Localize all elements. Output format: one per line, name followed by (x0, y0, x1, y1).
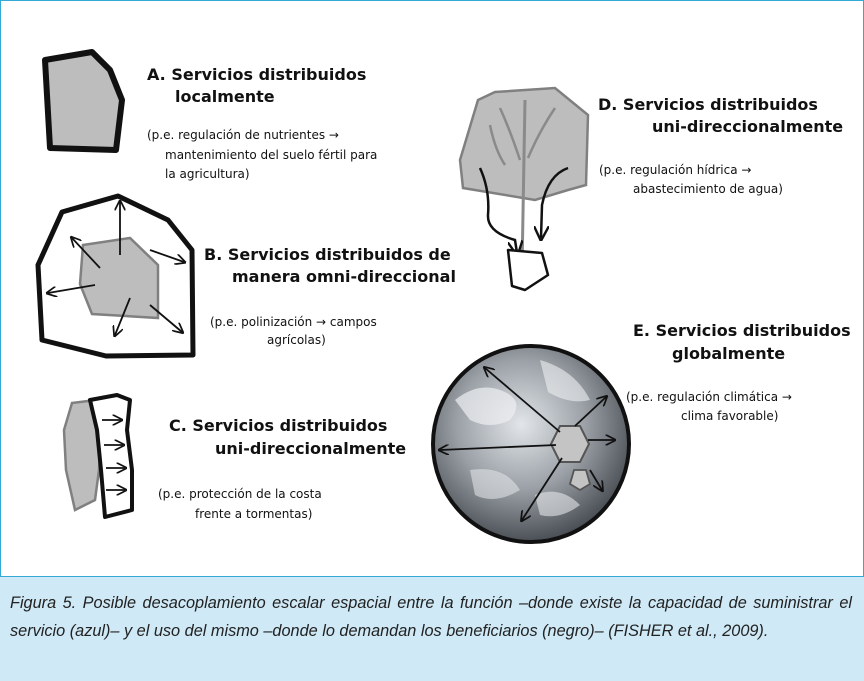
panel-d-note-2: abastecimiento de agua) (633, 182, 783, 196)
panel-a-title: A. Servicios distribuidos (147, 65, 367, 84)
figure-caption: Figura 5. Posible desacoplamiento escala… (0, 576, 864, 681)
panel-b-shape (35, 193, 196, 359)
caption-part-2: et al., 2009). (673, 622, 769, 640)
panel-c-note-2: frente a tormentas) (195, 507, 313, 521)
panel-b-title: B. Servicios distribuidos de (204, 245, 451, 264)
panel-c-note-1: (p.e. protección de la costa (158, 487, 322, 501)
panel-e-note-1: (p.e. regulación climática → (626, 390, 792, 404)
panel-c-title-line2: uni-direccionalmente (215, 439, 407, 458)
panel-d-title-line2: uni-direccionalmente (652, 117, 844, 136)
panel-a-note-3: la agricultura) (165, 167, 250, 181)
caption-text: Figura 5. Posible desacoplamiento escala… (10, 589, 852, 645)
panel-b-title-line2: manera omni-direccional (232, 267, 456, 286)
panel-a-title-line2: localmente (175, 87, 275, 106)
panel-d-note-1: (p.e. regulación hídrica → (599, 163, 752, 177)
panel-b-note-2: agrícolas) (267, 333, 326, 347)
panel-c-shape (62, 393, 134, 519)
panel-d-shape (458, 86, 590, 292)
panel-e-note-2: clima favorable) (681, 409, 779, 423)
panel-e-title: E. Servicios distribuidos (633, 321, 851, 340)
panel-c-title: C. Servicios distribuidos (169, 416, 388, 435)
panel-b-note-1: (p.e. polinización → campos (210, 315, 377, 329)
diagram-canvas (35, 49, 631, 544)
panel-a-note-1: (p.e. regulación de nutrientes → (147, 128, 339, 142)
panel-e-globe (431, 344, 631, 544)
panel-d-title: D. Servicios distribuidos (598, 95, 818, 114)
panel-a-shape (42, 49, 125, 153)
panel-e-title-line2: globalmente (672, 344, 786, 363)
caption-part-1: Figura 5. Posible desacoplamiento escala… (10, 594, 852, 640)
caption-author: FISHER (613, 622, 674, 640)
panel-a-note-2: mantenimiento del suelo fértil para (165, 148, 378, 162)
